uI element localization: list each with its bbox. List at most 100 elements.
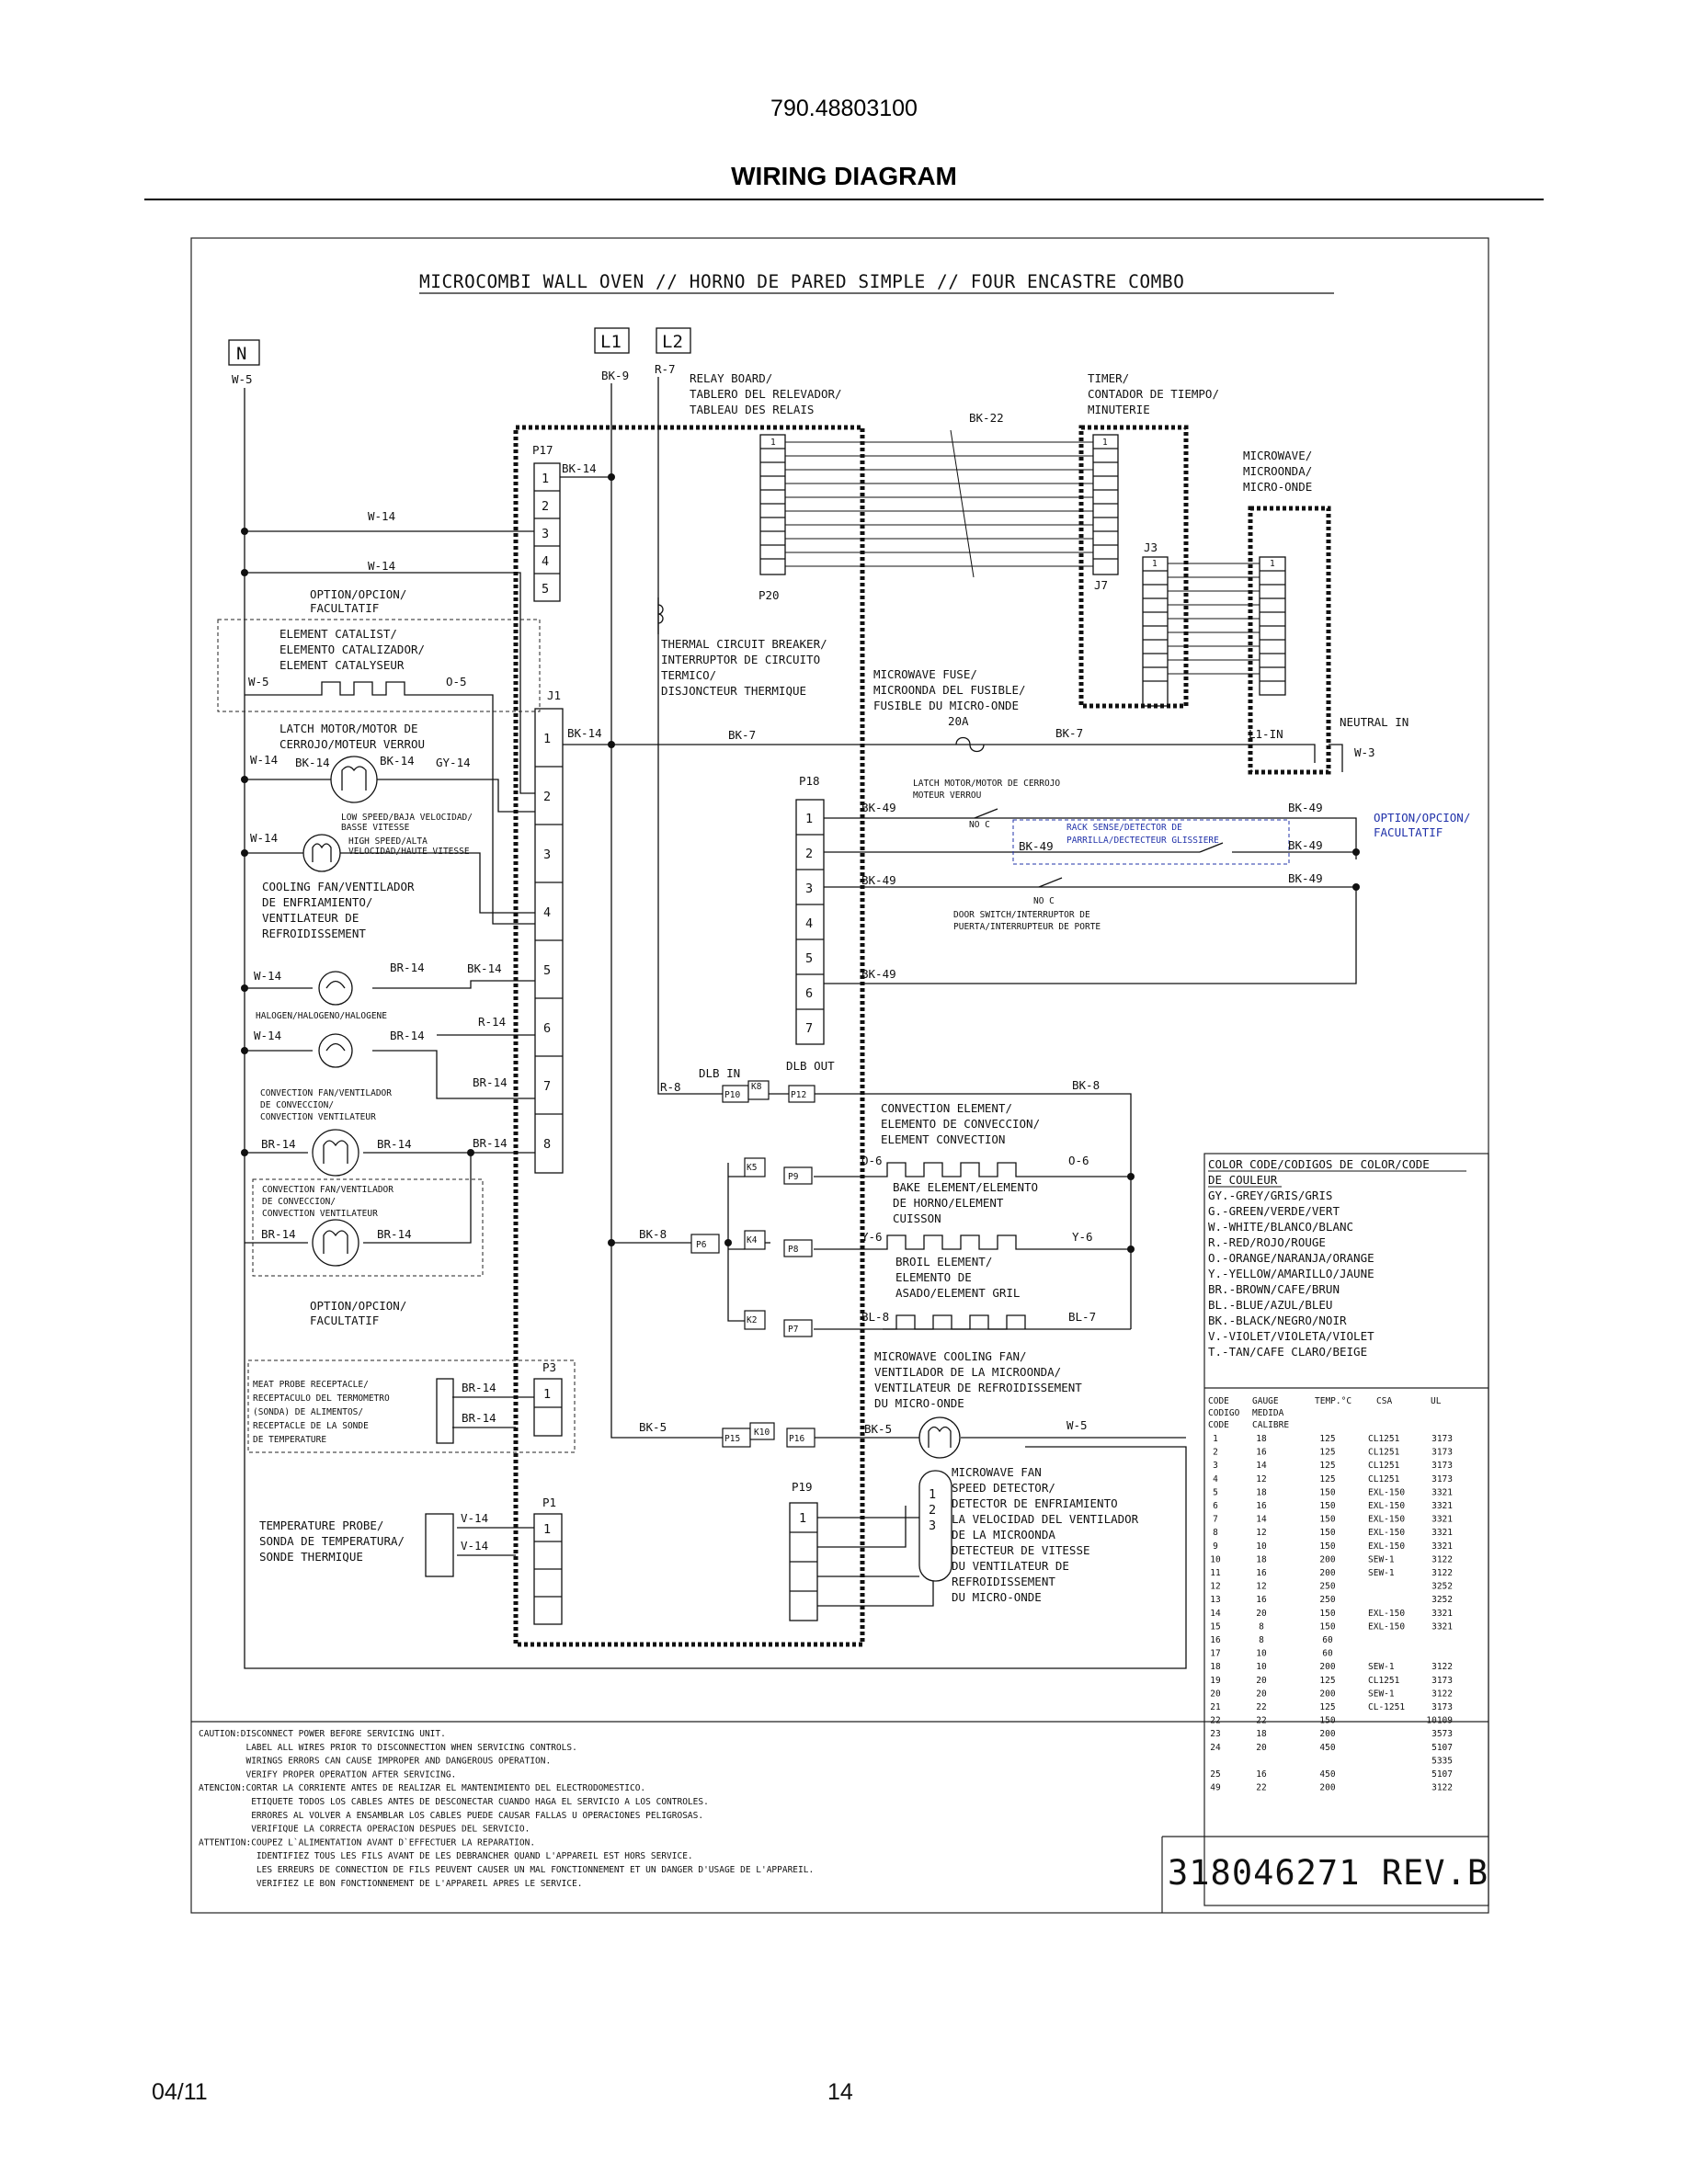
p18-pin-6: 6 — [805, 986, 813, 1001]
gauge-table-cell: 10 — [1256, 1662, 1267, 1672]
gauge-table-cell: EXL-150 — [1368, 1515, 1405, 1525]
gauge-table-cell: 10 — [1210, 1554, 1221, 1564]
speed-detector-icon — [918, 1470, 952, 1582]
wire-label-w14-hal2: W-14 — [254, 1029, 281, 1042]
wire-label-br14-cfo-a: BR-14 — [261, 1227, 296, 1241]
latch-motor-icon — [330, 756, 378, 803]
gauge-table-cell: 8 — [1259, 1635, 1264, 1645]
mw-fan-speed-label-4: LA VELOCIDAD DEL VENTILADOR — [952, 1512, 1139, 1526]
j1-pin-1: 1 — [543, 732, 551, 746]
latch-label-2: CERROJO/MOTEUR VERROU — [279, 737, 425, 751]
wire-label-bl7: BL-7 — [1068, 1310, 1096, 1324]
latch-switch-icon — [974, 808, 998, 819]
cooling-fan-label-4: REFROIDISSEMENT — [262, 927, 366, 940]
gauge-table-cell: 3321 — [1431, 1515, 1453, 1525]
wire-label-bk8-a: BK-8 — [1072, 1078, 1100, 1092]
microwave-label-2: MICROONDA/ — [1243, 464, 1312, 478]
option-meat-probe-outline — [247, 1359, 576, 1453]
gauge-table-cell: 17 — [1210, 1649, 1220, 1659]
p17-pin-5: 5 — [542, 582, 549, 597]
l1-in-label: L1-IN — [1249, 727, 1283, 741]
gauge-table-cell: 150 — [1319, 1487, 1335, 1497]
wire-label-y6-a: Y-6 — [861, 1230, 883, 1244]
wire-label-w5-mw: W-5 — [1066, 1418, 1088, 1432]
ribbon-cable-p20-j7 — [785, 429, 1093, 578]
wire-label-bk7-b: BK-7 — [1055, 726, 1083, 740]
gauge-table-cell: 3173 — [1431, 1676, 1453, 1686]
color-code-row-10: V.-VIOLET/VIOLETA/VIOLET — [1208, 1329, 1374, 1343]
model-number: 790.48803100 — [770, 96, 918, 121]
gauge-table-cell: 125 — [1319, 1461, 1335, 1471]
p12-label: P12 — [791, 1090, 806, 1100]
thermal-label-4: DISJONCTEUR THERMIQUE — [661, 684, 806, 698]
gauge-table-cell: 200 — [1319, 1729, 1335, 1739]
gauge-table-cell: 10109 — [1426, 1716, 1453, 1726]
wire-label-r14: R-14 — [478, 1015, 506, 1029]
mw-fuse-label-2: MICROONDA DEL FUSIBLE/ — [873, 683, 1026, 697]
wire-label-o6-a: O-6 — [861, 1154, 883, 1167]
bake-label-3: CUISSON — [893, 1211, 941, 1225]
gauge-table-cell: 5335 — [1431, 1756, 1453, 1766]
caution-line: CAUTION:DISCONNECT POWER BEFORE SERVICIN… — [199, 1729, 446, 1739]
k2-relay — [744, 1310, 766, 1330]
caution-line: VERIFY PROPER OPERATION AFTER SERVICING. — [199, 1769, 456, 1780]
wire-label-br14-cfo-b: BR-14 — [377, 1227, 412, 1241]
diagram-title: MICROCOMBI WALL OVEN // HORNO DE PARED S… — [419, 271, 1184, 292]
wire-label-bk7-a: BK-7 — [728, 728, 756, 742]
gauge-table-cell: 3173 — [1431, 1448, 1453, 1458]
gauge-table-cell: 250 — [1319, 1595, 1335, 1605]
gauge-table-cell: 18 — [1256, 1487, 1267, 1497]
gauge-table-cell: 18 — [1256, 1729, 1267, 1739]
p17-pin-1: 1 — [542, 472, 549, 486]
dlb-in-label: DLB IN — [699, 1066, 740, 1080]
gauge-table-cell: 21 — [1210, 1702, 1221, 1712]
p1-pin-1: 1 — [543, 1522, 551, 1537]
conv-element-label-3: ELEMENT CONVECTION — [881, 1132, 1005, 1146]
catalist-label-3: ELEMENT CATALYSEUR — [279, 658, 405, 672]
low-speed-label-2: BASSE VITESSE — [341, 823, 410, 833]
latch-right-label-1: LATCH MOTOR/MOTOR DE CERROJO — [913, 779, 1060, 789]
k4-label: K4 — [747, 1235, 758, 1246]
temp-probe-label-1: TEMPERATURE PROBE/ — [259, 1519, 383, 1532]
gauge-table-cell: EXL-150 — [1368, 1609, 1405, 1619]
latch-right-label-2: MOTEUR VERROU — [913, 791, 982, 801]
p17-pin-3: 3 — [542, 527, 549, 541]
wire-label-y6-b: Y-6 — [1072, 1230, 1093, 1244]
wire-label-w14-hal1: W-14 — [254, 969, 281, 983]
gauge-table-cell: 14 — [1210, 1609, 1221, 1619]
caution-line: ATTENTION:COUPEZ L`ALIMENTATION AVANT D`… — [199, 1837, 535, 1848]
gauge-table-cell: 3321 — [1431, 1609, 1453, 1619]
bake-element-icon — [873, 1234, 1066, 1250]
gauge-table-cell: 150 — [1319, 1515, 1335, 1525]
p3-label: P3 — [542, 1360, 556, 1374]
speed-detector-pin-1: 1 — [929, 1487, 936, 1502]
caution-line: IDENTIFIEZ TOUS LES FILS AVANT DE LES DE… — [199, 1851, 693, 1861]
p6-tile — [690, 1234, 720, 1254]
gauge-table-cell: SEW-1 — [1368, 1689, 1395, 1699]
dlb-out-label: DLB OUT — [786, 1059, 835, 1073]
convection-fan-label-1: CONVECTION FAN/VENTILADOR — [260, 1088, 392, 1098]
gauge-table-cell: 3252 — [1431, 1582, 1453, 1592]
wire-label-br14-mp-a: BR-14 — [462, 1381, 496, 1394]
latch-motor-winding-icon — [341, 766, 367, 791]
p8-tile — [783, 1239, 813, 1257]
j1-label: J1 — [547, 688, 561, 702]
meat-probe-label-4: RECEPTACLE DE LA SONDE — [253, 1421, 369, 1431]
option-convection-fan-outline — [252, 1178, 484, 1277]
color-code-title-1: COLOR CODE/CODIGOS DE COLOR/CODE — [1208, 1157, 1430, 1171]
j7-label: J7 — [1094, 578, 1108, 592]
option-label-3b: FACULTATIF — [1374, 825, 1443, 839]
microwave-header-pin1: 1 — [1270, 559, 1275, 569]
speed-detector-pin-2: 2 — [929, 1503, 936, 1518]
p9-tile — [783, 1166, 813, 1185]
gauge-table-cell: 200 — [1319, 1554, 1335, 1564]
k4-relay — [744, 1230, 766, 1250]
thermal-label-2: INTERRUPTOR DE CIRCUITO — [661, 653, 820, 666]
gauge-table-cell: 5 — [1213, 1487, 1218, 1497]
gauge-table-cell: 125 — [1319, 1448, 1335, 1458]
p3-connector — [533, 1378, 563, 1437]
gauge-table-cell: 125 — [1319, 1474, 1335, 1484]
gauge-table-cell: EXL-150 — [1368, 1541, 1405, 1552]
mw-fan-speed-label-5: DE LA MICROONDA — [952, 1528, 1055, 1541]
gauge-table-cell: 150 — [1319, 1541, 1335, 1552]
